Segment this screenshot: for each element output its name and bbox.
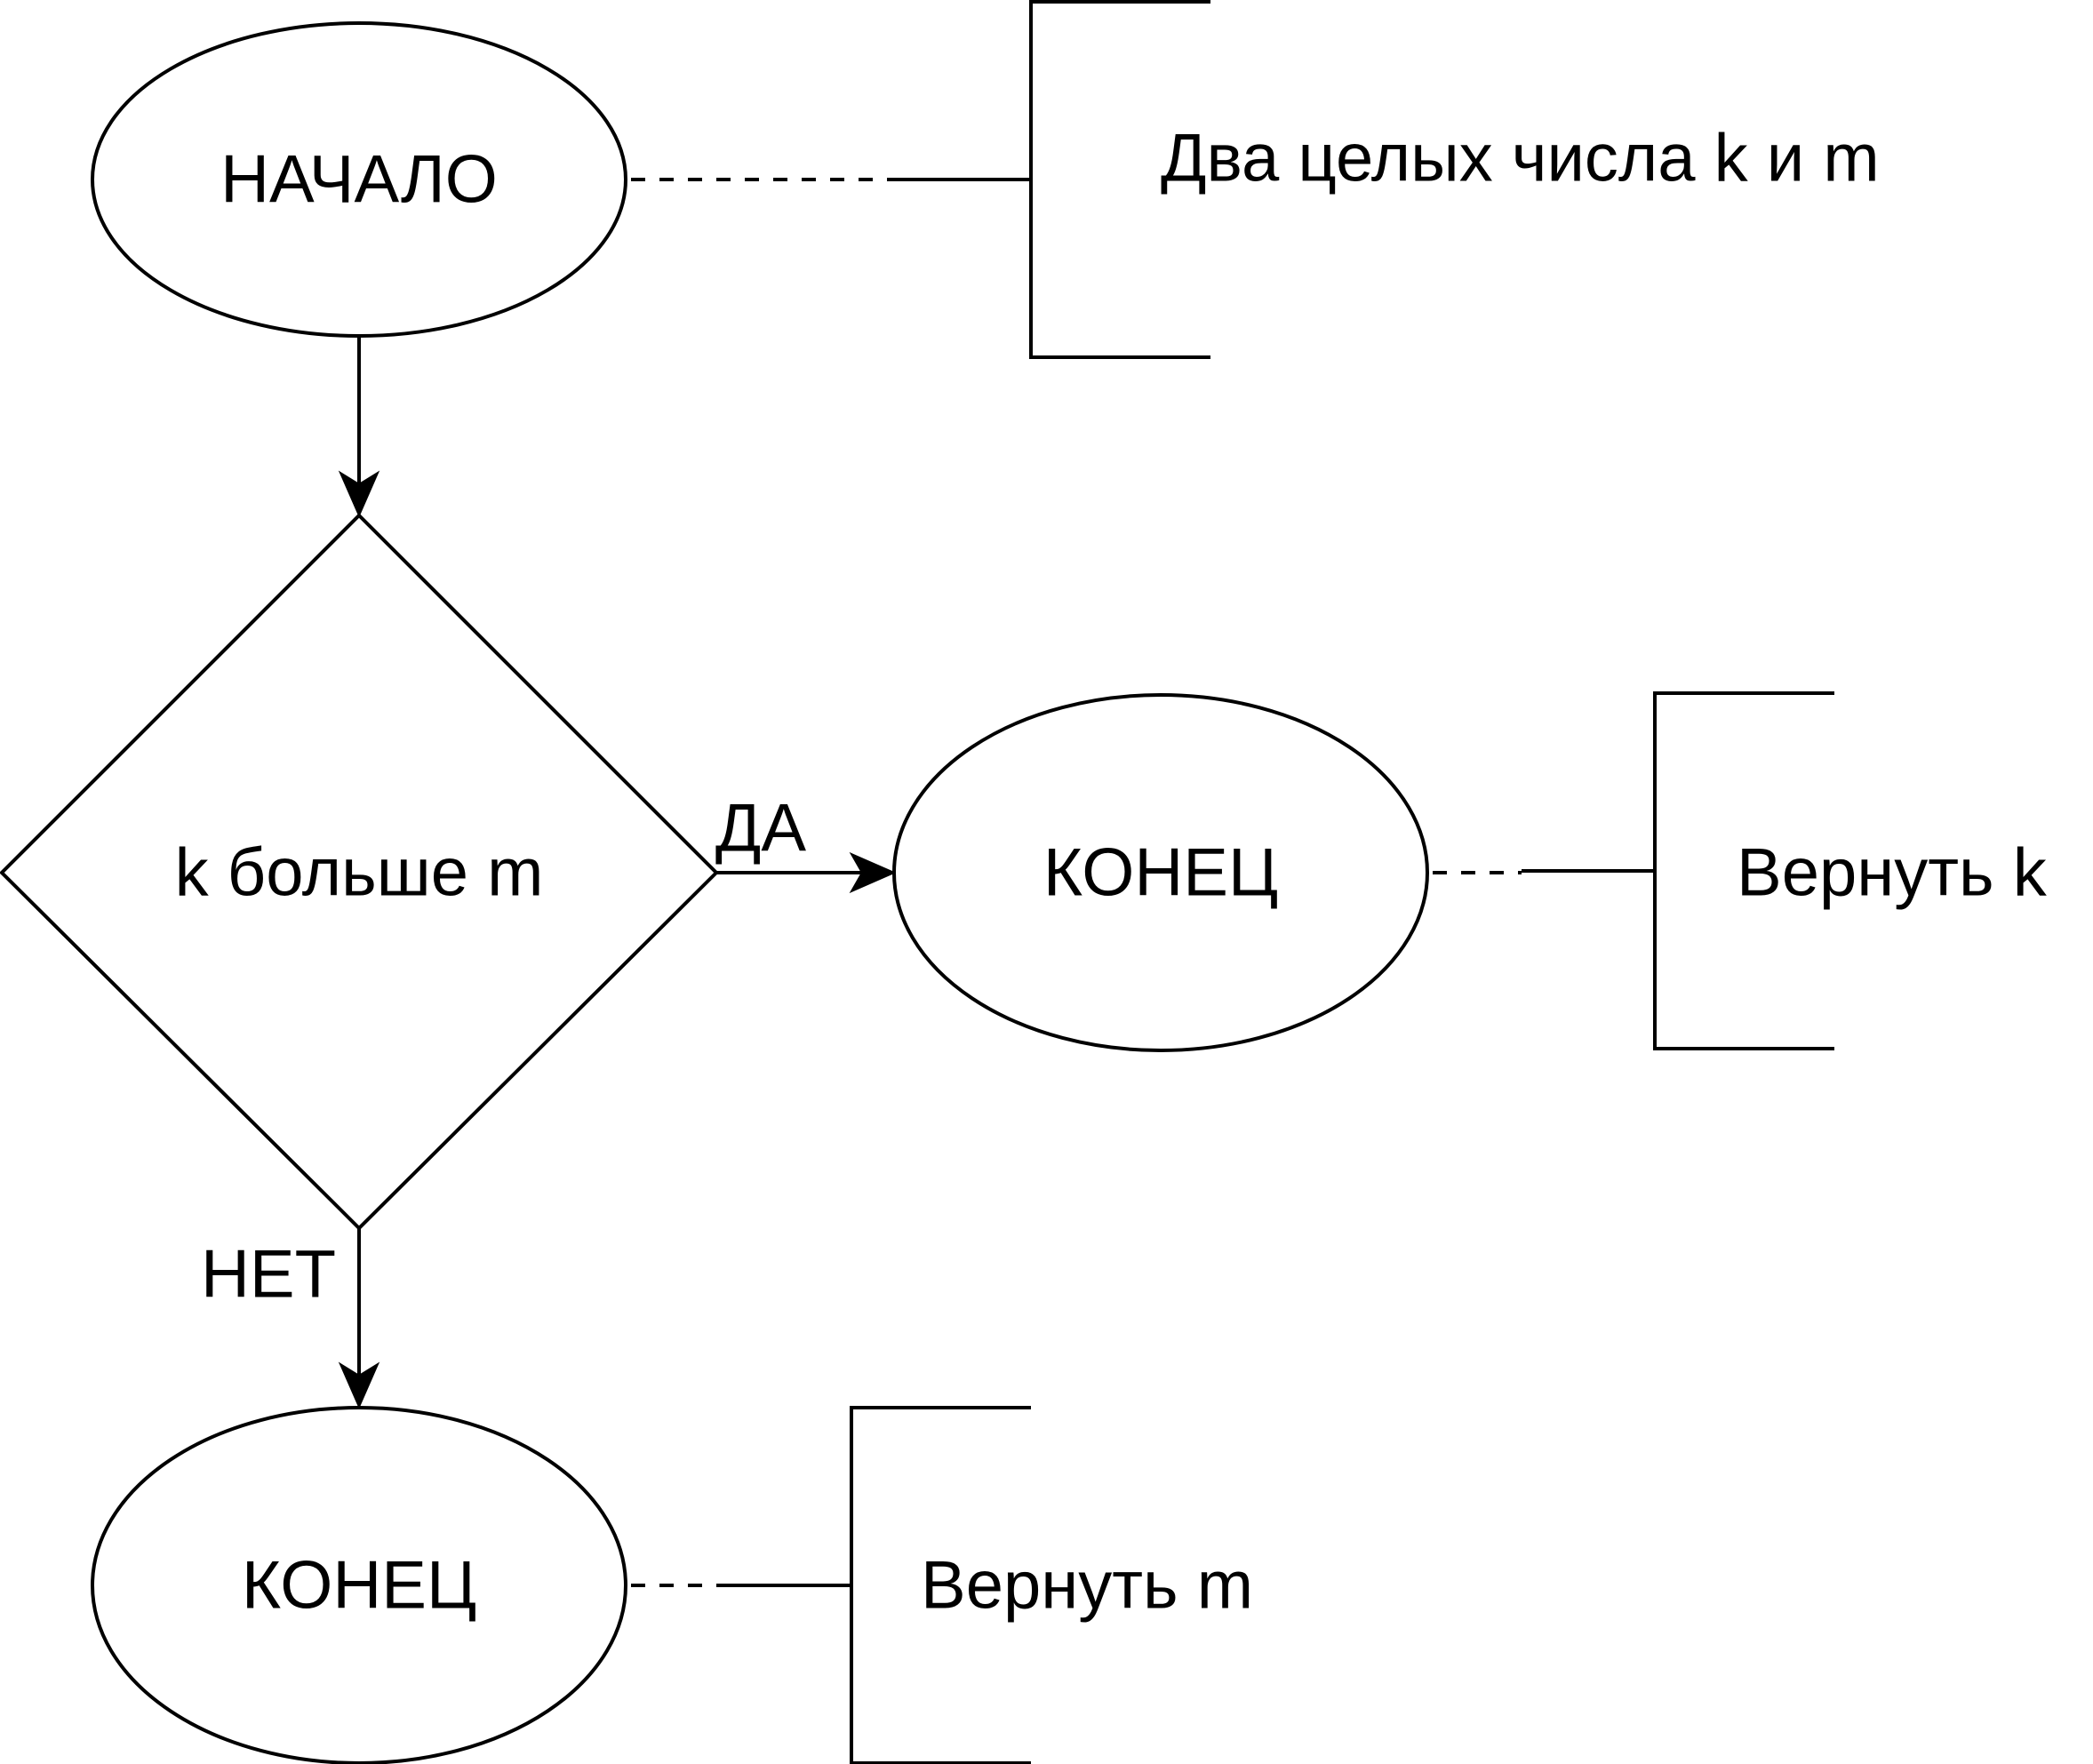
- start-node-label: НАЧАЛО: [220, 142, 498, 218]
- end-no-node: КОНЕЦ: [91, 1406, 627, 1764]
- yes-branch-label: ДА: [715, 791, 806, 866]
- end-no-annotation: Вернуть m: [631, 1406, 1253, 1764]
- arrowhead-icon: [338, 1361, 380, 1409]
- start-node: НАЧАЛО: [91, 21, 627, 338]
- yes-branch-arrow: ДА: [715, 791, 897, 894]
- end-yes-node-label: КОНЕЦ: [1043, 835, 1278, 911]
- end-no-node-label: КОНЕЦ: [242, 1548, 476, 1624]
- arrowhead-icon: [338, 470, 380, 518]
- end-yes-node: КОНЕЦ: [892, 693, 1429, 1052]
- end-yes-annotation-text: Вернуть k: [1737, 835, 2048, 911]
- end-no-annotation-bracket: [850, 1406, 1031, 1764]
- start-annotation: Два целых числа k и m: [631, 0, 1880, 359]
- start-to-decision-arrow: [338, 336, 380, 518]
- no-branch-label: НЕТ: [201, 1237, 336, 1313]
- decision-node-label: k больше m: [175, 835, 544, 911]
- decision-node: k больше m: [0, 513, 719, 1231]
- no-branch-arrow: НЕТ: [201, 1228, 380, 1409]
- start-annotation-text: Два целых числа k и m: [1161, 121, 1880, 196]
- start-annotation-bracket: [1029, 0, 1210, 359]
- arrowhead-icon: [849, 851, 897, 894]
- end-yes-annotation-bracket: [1653, 691, 1834, 1050]
- end-yes-annotation: Вернуть k: [1433, 691, 2048, 1050]
- end-no-annotation-text: Вернуть m: [921, 1548, 1253, 1624]
